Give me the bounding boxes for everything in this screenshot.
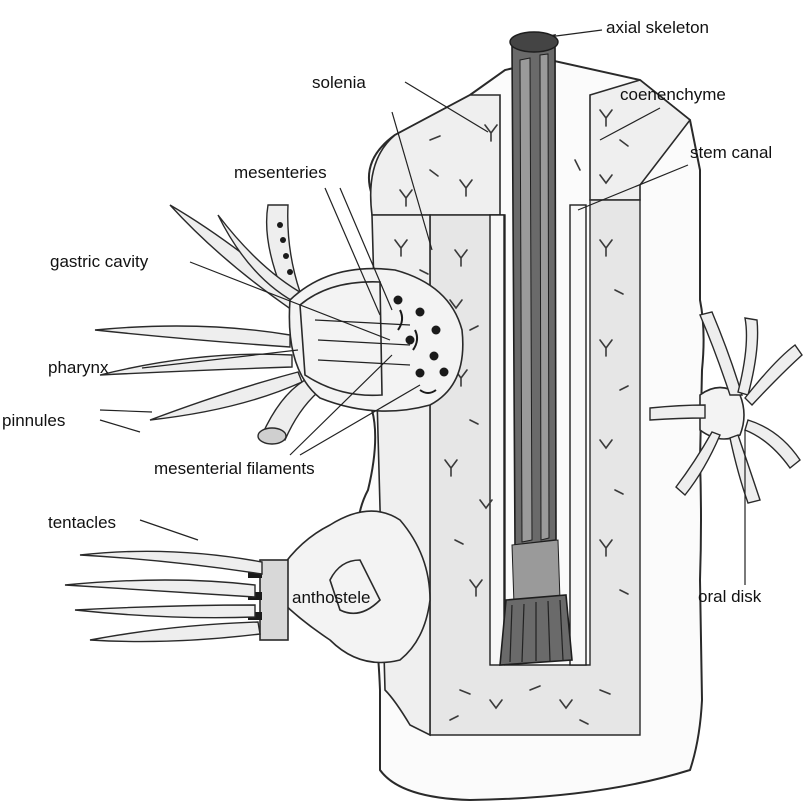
label-coenenchyme: coenenchyme	[620, 85, 726, 104]
label-mesenterial-filaments: mesenterial filaments	[154, 459, 315, 478]
label-solenia: solenia	[312, 73, 366, 92]
label-axial-skeleton: axial skeleton	[606, 18, 709, 37]
label-pharynx: pharynx	[48, 358, 109, 377]
label-pinnules: pinnules	[2, 411, 65, 430]
anthostele-polyp	[65, 511, 430, 662]
label-oral-disk: oral disk	[698, 587, 762, 606]
label-gastric-cavity: gastric cavity	[50, 252, 149, 271]
label-stem-canal: stem canal	[690, 143, 772, 162]
label-anthostele: anthostele	[292, 588, 370, 607]
label-tentacles: tentacles	[48, 513, 116, 532]
label-mesenteries: mesenteries	[234, 163, 327, 182]
